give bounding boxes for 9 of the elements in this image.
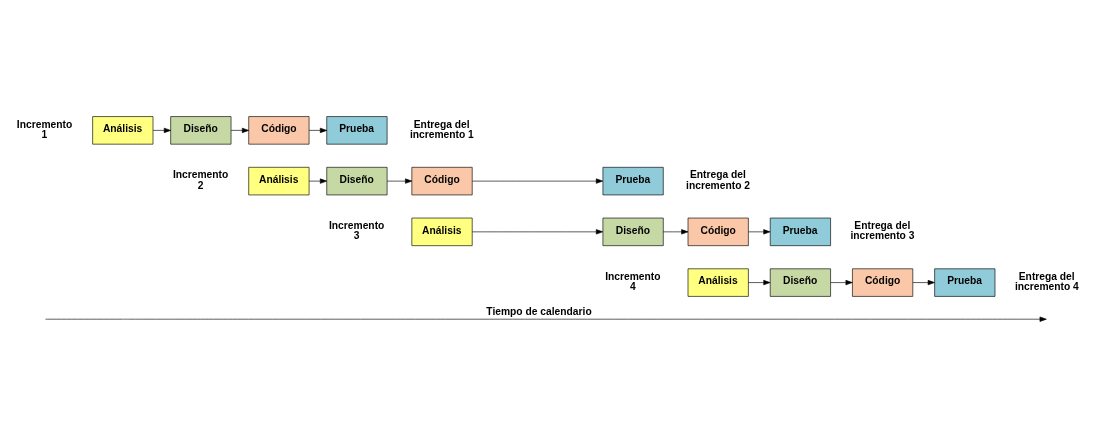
label: Entrega del incremento 4 — [1014, 270, 1079, 292]
label: Tiempo de calendario — [486, 305, 592, 317]
label: Incremento 4 — [605, 270, 661, 292]
label: Incremento 2 — [172, 168, 229, 191]
label: Entrega del incremento 2 — [686, 168, 750, 191]
label: Entrega del incremento 1 — [409, 118, 474, 140]
label: Incremento 3 — [328, 219, 385, 241]
label: Entrega del incremento 3 — [850, 219, 915, 241]
label: Incremento 1 — [16, 118, 73, 140]
